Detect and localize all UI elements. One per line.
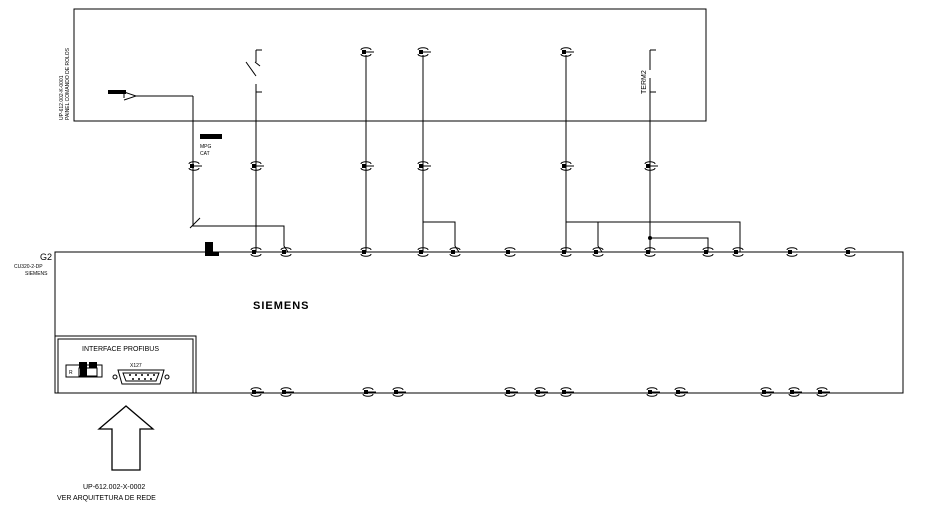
terminal-mid-4 xyxy=(560,161,575,171)
vertical-wires xyxy=(255,55,651,252)
terminal-mid-1 xyxy=(250,161,265,171)
siemens-brand: SIEMENS xyxy=(253,300,310,312)
module-terminal-t1 xyxy=(250,247,265,257)
reference-note: VER ARQUITETURA DE REDE xyxy=(57,495,156,502)
module-terminal-b10 xyxy=(760,387,775,397)
module-terminal-t7 xyxy=(560,247,575,257)
module-terminal-b8 xyxy=(646,387,661,397)
module-terminal-t10 xyxy=(702,247,717,257)
module-terminal-t13 xyxy=(844,247,859,257)
module-terminal-b6 xyxy=(534,387,549,397)
module-bottom-terminals xyxy=(250,387,831,397)
panel-id-label: UP-612.002-K-0001 xyxy=(59,75,65,120)
module-model: CU320-2-DP xyxy=(14,264,43,270)
module-terminal-b7 xyxy=(560,387,575,397)
term2-contact-symbol: TERM2 xyxy=(641,49,656,94)
terminal-top-3 xyxy=(560,47,575,57)
module-terminal-b3 xyxy=(362,387,377,397)
module-terminal-t9 xyxy=(644,247,659,257)
module-terminal-t6 xyxy=(504,247,519,257)
top-panel-frame xyxy=(73,8,707,122)
terminal-mid-0 xyxy=(188,161,203,171)
module-terminal-b5 xyxy=(504,387,519,397)
switch-contact-symbol xyxy=(245,49,262,93)
module-terminal-b12 xyxy=(816,387,831,397)
terminal-mid-5 xyxy=(644,161,659,171)
bridge-wires xyxy=(189,217,741,253)
top-panel: UP-612.002-K-0001 PAINEL COMANDO DE ROLO… xyxy=(59,8,707,226)
module-terminal-t4 xyxy=(417,247,432,257)
terminal-top-1 xyxy=(360,47,375,57)
sensor-arrow-symbol xyxy=(108,90,194,226)
panel-name-label: PAINEL COMANDO DE ROLOS xyxy=(65,47,71,120)
module-id: G2 xyxy=(40,252,52,262)
mpg-label: MPG xyxy=(200,144,212,150)
terminal-top-2 xyxy=(417,47,432,57)
port-label: X127 xyxy=(130,363,142,369)
cat-label: CAT xyxy=(200,151,210,157)
module-power-block xyxy=(205,242,213,256)
module-terminal-b1 xyxy=(250,387,265,397)
module-terminal-b9 xyxy=(674,387,689,397)
module-maker: SIEMENS xyxy=(25,271,48,277)
switch-label: R xyxy=(69,370,73,376)
reference-doc: UP-612.002-X-0002 xyxy=(83,484,145,491)
module-terminal-t2 xyxy=(280,247,295,257)
terminal-mid-2 xyxy=(360,161,375,171)
module-g2: G2 CU320-2-DP SIEMENS SIEMENS xyxy=(14,242,904,394)
mpg-cat-block: MPG CAT xyxy=(200,134,222,157)
module-terminal-b11 xyxy=(788,387,803,397)
module-terminal-t12 xyxy=(786,247,801,257)
up-arrow-icon xyxy=(97,405,155,471)
module-frame xyxy=(54,251,904,394)
termination-switch-icon: R xyxy=(65,362,103,378)
db9-connector-icon: X127 xyxy=(112,363,170,385)
profibus-interface: INTERFACE PROFIBUS R X127 xyxy=(54,335,197,394)
term2-label: TERM2 xyxy=(641,70,648,94)
module-terminal-t3 xyxy=(360,247,375,257)
module-terminal-b2 xyxy=(280,387,295,397)
interface-title: INTERFACE PROFIBUS xyxy=(82,346,159,353)
terminal-mid-3 xyxy=(417,161,432,171)
module-terminal-b4 xyxy=(392,387,407,397)
